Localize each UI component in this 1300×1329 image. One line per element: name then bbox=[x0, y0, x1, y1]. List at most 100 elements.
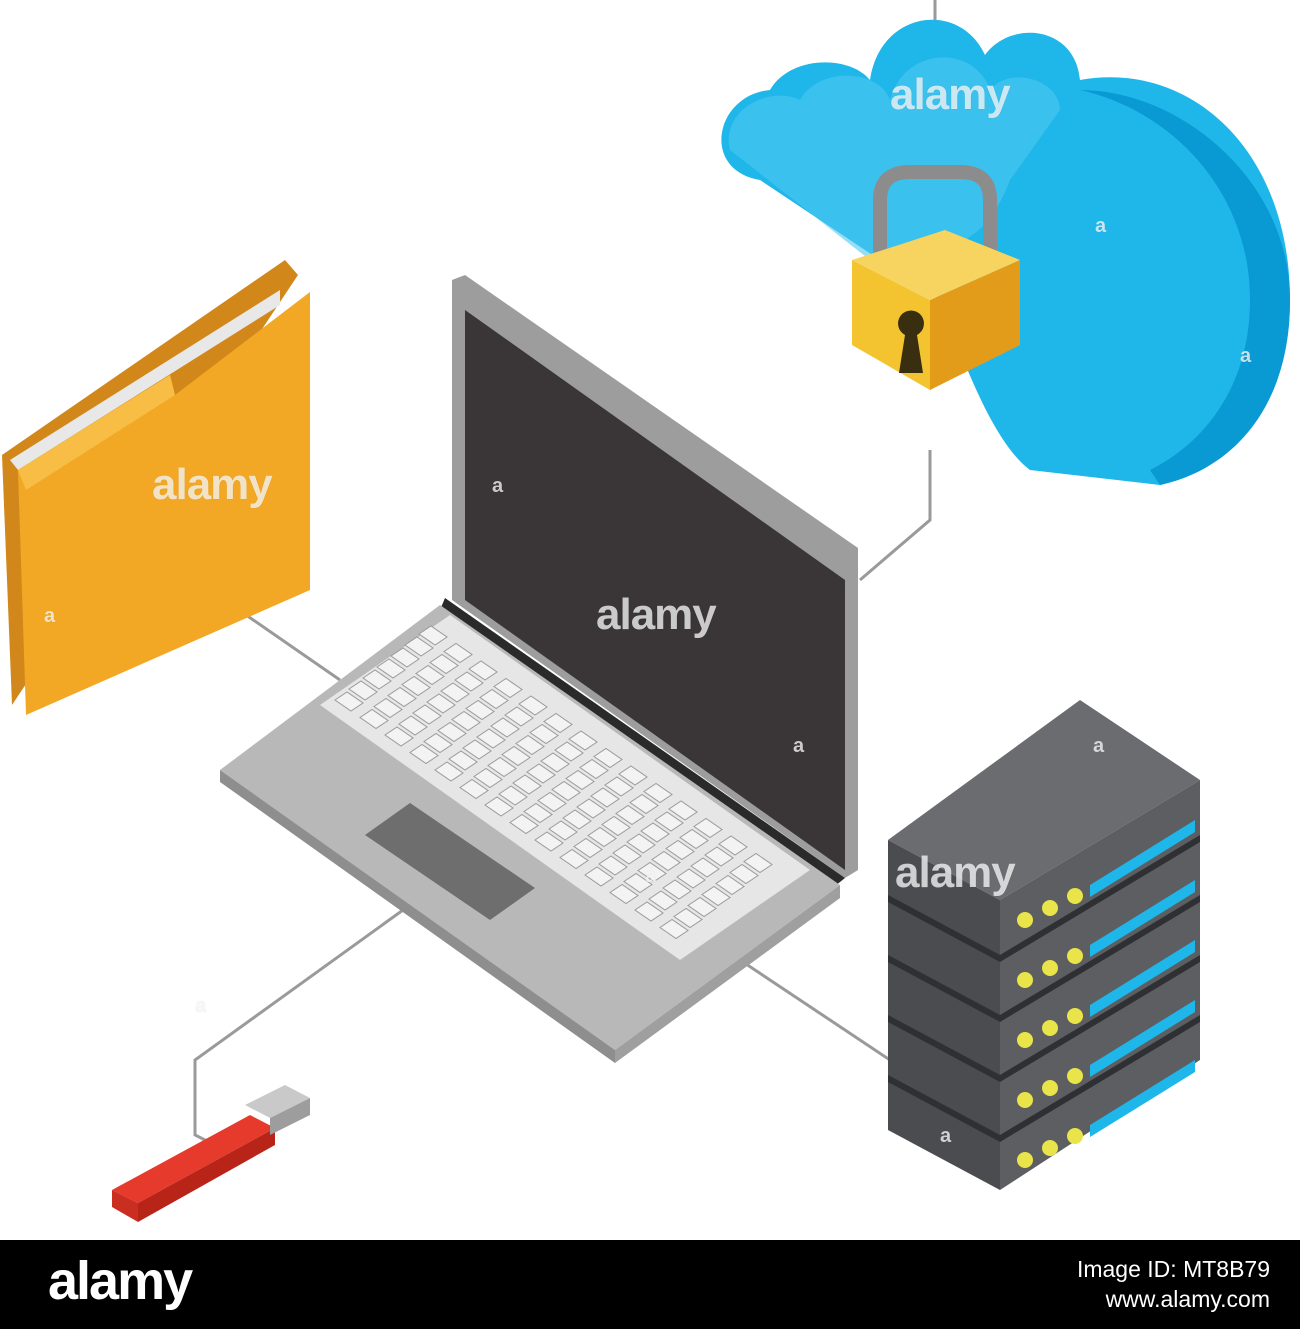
keyboard-key bbox=[668, 800, 698, 821]
keyboard-key bbox=[612, 844, 642, 865]
keyboard-key bbox=[543, 712, 573, 734]
keyboard-key bbox=[629, 793, 659, 815]
keyboard-key bbox=[559, 848, 589, 870]
keyboard-key bbox=[401, 675, 431, 697]
keyboard-key bbox=[454, 671, 484, 692]
keyboard-key bbox=[579, 758, 609, 780]
keyboard-key bbox=[384, 726, 414, 747]
keyboard-key bbox=[554, 741, 584, 762]
keyboard-key bbox=[429, 653, 459, 675]
cloud-icon bbox=[721, 19, 1290, 486]
keyboard-key bbox=[487, 756, 517, 778]
keyboard-key bbox=[426, 693, 456, 714]
padlock-icon bbox=[852, 165, 1020, 390]
keyboard-key bbox=[593, 747, 623, 769]
keyboard-key bbox=[654, 811, 684, 832]
keyboard-key bbox=[676, 868, 706, 889]
keyboard-key bbox=[604, 776, 634, 797]
keyboard-key bbox=[601, 815, 631, 837]
keyboard-key bbox=[718, 835, 748, 856]
keyboard-key bbox=[618, 765, 648, 786]
keyboard-key bbox=[523, 802, 553, 824]
keyboard-key bbox=[615, 804, 645, 826]
keyboard-key bbox=[359, 708, 389, 730]
keyboard-key bbox=[412, 704, 442, 725]
image-id-block: Image ID: MT8B79 www.alamy.com bbox=[1077, 1254, 1270, 1314]
keyboard-key bbox=[404, 636, 434, 657]
keyboard-key bbox=[476, 728, 506, 749]
keyboard-key bbox=[662, 879, 692, 900]
keyboard-key bbox=[468, 660, 498, 681]
laptop-keyboard bbox=[320, 615, 810, 960]
keyboard-key bbox=[348, 680, 378, 701]
folder-icon bbox=[2, 260, 310, 715]
keyboard-key bbox=[465, 699, 495, 721]
keyboard-key bbox=[626, 833, 656, 854]
server-rack-icon bbox=[888, 700, 1200, 1190]
keyboard-key bbox=[373, 697, 403, 719]
keyboard-key bbox=[434, 761, 464, 782]
keyboard-key bbox=[451, 710, 481, 732]
keyboard-key bbox=[673, 907, 703, 929]
keyboard-key bbox=[490, 717, 520, 738]
keyboard-key bbox=[376, 658, 406, 679]
keyboard-key bbox=[504, 706, 534, 727]
keyboard-key bbox=[729, 863, 759, 885]
keyboard-key bbox=[409, 743, 439, 765]
keyboard-key bbox=[565, 769, 595, 791]
keyboard-key bbox=[390, 647, 420, 668]
keyboard-key bbox=[418, 625, 448, 646]
keyboard-key bbox=[648, 890, 678, 911]
keyboard-key bbox=[526, 763, 556, 784]
usb-drive-icon bbox=[112, 1085, 310, 1222]
keyboard-key bbox=[693, 817, 723, 839]
keyboard-key bbox=[590, 787, 620, 808]
keyboard-key bbox=[715, 874, 745, 896]
keyboard-key bbox=[659, 918, 689, 940]
keyboard-key bbox=[440, 682, 470, 703]
keyboard-key bbox=[665, 839, 695, 861]
keyboard-key bbox=[551, 780, 581, 802]
keyboard-key bbox=[398, 715, 428, 736]
illustration: alamy alamy alamy alamy a a a a a a a a … bbox=[2, 0, 1290, 1222]
keyboard-key bbox=[459, 778, 489, 800]
keyboard-key bbox=[534, 831, 564, 852]
keyboard-key bbox=[387, 686, 417, 708]
keyboard-key bbox=[701, 885, 731, 907]
laptop-icon bbox=[220, 275, 858, 1063]
keyboard-key bbox=[598, 855, 628, 876]
keyboard-key bbox=[334, 691, 364, 712]
keyboard-key bbox=[509, 813, 539, 835]
alamy-logo: alamy bbox=[48, 1251, 193, 1311]
keyboard-key bbox=[415, 664, 445, 686]
keyboard-key bbox=[640, 822, 670, 843]
keyboard-key bbox=[362, 669, 392, 690]
keyboard-key bbox=[584, 866, 614, 887]
keyboard-key bbox=[548, 820, 578, 841]
keyboard-key bbox=[587, 826, 617, 848]
keyboard-key bbox=[437, 721, 467, 743]
keyboard-key bbox=[501, 745, 531, 767]
keyboard-key bbox=[484, 796, 514, 817]
keyboard-key bbox=[704, 846, 734, 867]
keyboard-key bbox=[498, 785, 528, 806]
keyboard-key bbox=[562, 809, 592, 830]
keyboard-key bbox=[573, 837, 603, 859]
keyboard-key bbox=[687, 896, 717, 918]
keyboard-key bbox=[623, 872, 653, 894]
keyboard-key bbox=[637, 861, 667, 883]
keyboard-key bbox=[643, 782, 673, 804]
keyboard-key bbox=[518, 695, 548, 716]
keyboard-key bbox=[576, 798, 606, 819]
keyboard-key bbox=[651, 850, 681, 872]
keyboard-key bbox=[609, 883, 639, 905]
keyboard-key bbox=[462, 739, 492, 760]
keyboard-key bbox=[423, 732, 453, 754]
keyboard-key bbox=[743, 852, 773, 874]
keyboard-key bbox=[443, 642, 473, 664]
keyboard-key bbox=[540, 752, 570, 773]
keyboard-key bbox=[473, 767, 503, 789]
keyboard-key bbox=[512, 774, 542, 795]
keyboard-key bbox=[529, 723, 559, 745]
image-id: Image ID: MT8B79 bbox=[1076, 1256, 1270, 1282]
